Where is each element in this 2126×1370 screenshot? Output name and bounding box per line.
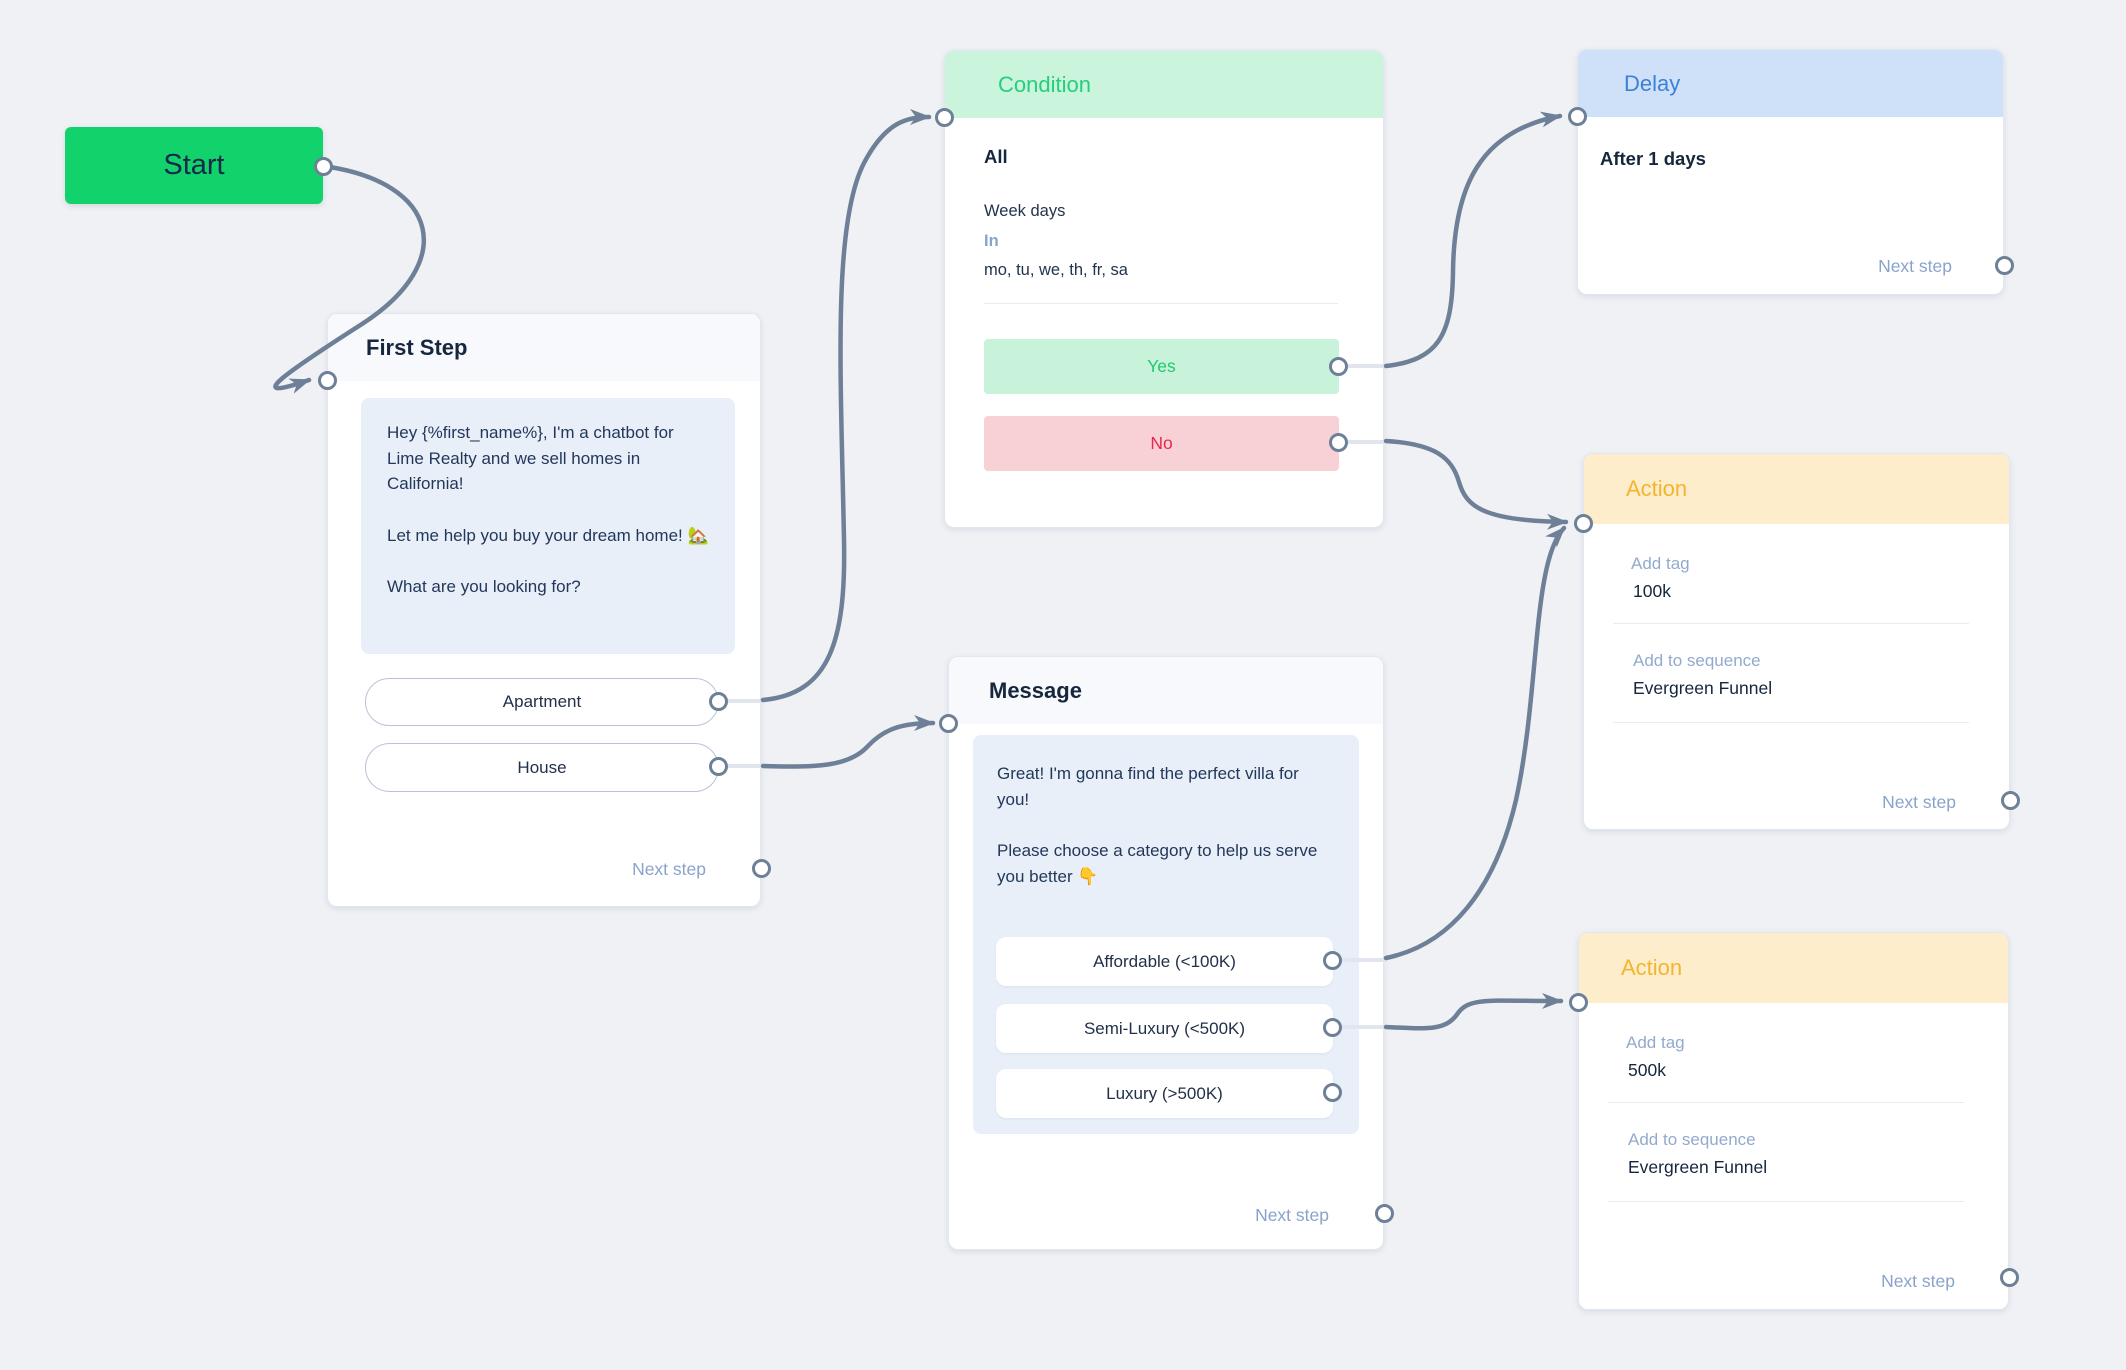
wire-affordable-to-action-100k — [1383, 525, 1567, 961]
message-paragraph: Please choose a category to help us serv… — [997, 841, 1318, 886]
add-to-sequence-value: Evergreen Funnel — [1628, 1157, 1768, 1177]
condition-title: Condition — [998, 71, 1091, 97]
port-out-apartment[interactable] — [708, 691, 728, 711]
wire-house-to-message — [760, 715, 936, 769]
delay-next-step-label: Next step — [1878, 256, 1952, 276]
divider — [984, 303, 1338, 304]
no-label: No — [1150, 433, 1173, 453]
wire-no-to-action-100k — [1383, 438, 1569, 530]
port-next-first-step[interactable] — [751, 858, 771, 878]
affordable-button[interactable]: Affordable (<100K) — [996, 937, 1333, 986]
port-next-delay[interactable] — [1994, 255, 2014, 275]
semi-luxury-button-label: Semi-Luxury (<500K) — [1083, 1018, 1246, 1038]
message-bubble: Great! I'm gonna find the perfect villa … — [973, 735, 1359, 1134]
divider — [1613, 722, 1969, 723]
action-title: Action — [1621, 955, 1683, 980]
condition-match-type: All — [984, 146, 1008, 167]
condition-value: mo, tu, we, th, fr, sa — [984, 261, 1128, 279]
add-tag-label: Add tag — [1626, 1033, 1685, 1052]
node-start[interactable]: Start — [65, 127, 323, 204]
action-500k-next-step-label: Next step — [1881, 1271, 1955, 1291]
port-out-semi-luxury[interactable] — [1322, 1017, 1342, 1037]
port-next-message[interactable] — [1374, 1203, 1394, 1223]
node-message[interactable]: Message Great! I'm gonna find the perfec… — [948, 656, 1384, 1250]
port-in-condition[interactable] — [934, 107, 954, 127]
add-to-sequence-value: Evergreen Funnel — [1633, 678, 1773, 698]
port-out-house[interactable] — [708, 756, 728, 776]
node-condition[interactable]: Condition All Week days In mo, tu, we, t… — [944, 50, 1384, 528]
node-delay[interactable]: Delay After 1 days Next step — [1577, 49, 2004, 295]
port-next-action-500k[interactable] — [1999, 1267, 2019, 1287]
semi-luxury-button[interactable]: Semi-Luxury (<500K) — [996, 1004, 1333, 1053]
divider — [1608, 1102, 1964, 1103]
affordable-button-label: Affordable (<100K) — [1093, 951, 1236, 971]
apartment-button-label: Apartment — [502, 692, 582, 711]
house-button[interactable]: House — [365, 743, 719, 792]
port-in-action-100k[interactable] — [1573, 513, 1593, 533]
wire-apartment-to-condition — [760, 109, 932, 703]
luxury-button-label: Luxury (>500K) — [1106, 1083, 1223, 1103]
node-action-100k[interactable]: Action Add tag 100k Add to sequence Ever… — [1583, 453, 2010, 830]
add-to-sequence-label: Add to sequence — [1628, 1130, 1756, 1149]
message-paragraph: Let me help you buy your dream home! 🏡 — [387, 525, 709, 545]
port-in-delay[interactable] — [1567, 106, 1587, 126]
message-header: Message — [949, 657, 1383, 724]
port-in-first-step[interactable] — [317, 370, 337, 390]
message-paragraph: Hey {%first_name%}, I'm a chatbot for Li… — [387, 423, 674, 493]
condition-header: Condition — [945, 51, 1383, 118]
port-in-action-500k[interactable] — [1568, 992, 1588, 1012]
delay-title: Delay — [1624, 70, 1681, 96]
port-out-affordable[interactable] — [1322, 950, 1342, 970]
action-100k-next-step-label: Next step — [1882, 792, 1956, 812]
node-first-step[interactable]: First Step Hey {%first_name%}, I'm a cha… — [327, 313, 761, 907]
message-next-step-label: Next step — [1255, 1205, 1329, 1225]
wire-semi-luxury-to-action-500k — [1383, 992, 1564, 1031]
message-paragraph: Great! I'm gonna find the perfect villa … — [997, 764, 1299, 809]
add-tag-label: Add tag — [1631, 554, 1690, 573]
action-100k-header: Action — [1584, 454, 2009, 524]
message-paragraph: What are you looking for? — [387, 577, 581, 596]
add-to-sequence-label: Add to sequence — [1633, 651, 1761, 670]
action-500k-header: Action — [1579, 933, 2008, 1003]
port-out-yes[interactable] — [1328, 356, 1348, 376]
node-action-500k[interactable]: Action Add tag 500k Add to sequence Ever… — [1578, 932, 2009, 1310]
first-step-header: First Step — [328, 314, 760, 381]
condition-yes-button[interactable]: Yes — [984, 339, 1339, 394]
first-step-message-bubble: Hey {%first_name%}, I'm a chatbot for Li… — [361, 398, 735, 654]
port-out-luxury[interactable] — [1322, 1082, 1342, 1102]
message-title: Message — [989, 677, 1082, 703]
action-title: Action — [1626, 476, 1688, 501]
yes-label: Yes — [1147, 356, 1176, 376]
port-next-action-100k[interactable] — [2000, 790, 2020, 810]
luxury-button[interactable]: Luxury (>500K) — [996, 1069, 1333, 1118]
condition-operator: In — [984, 232, 999, 250]
apartment-button[interactable]: Apartment — [365, 678, 719, 726]
first-step-next-step-label: Next step — [632, 859, 706, 879]
port-out-no[interactable] — [1328, 432, 1348, 452]
condition-field: Week days — [984, 202, 1066, 220]
first-step-title: First Step — [366, 334, 468, 360]
divider — [1613, 623, 1969, 624]
add-tag-value: 500k — [1628, 1060, 1666, 1080]
port-out-start[interactable] — [313, 156, 333, 176]
divider — [1608, 1201, 1964, 1202]
start-label: Start — [163, 149, 225, 181]
house-button-label: House — [517, 757, 567, 777]
delay-body: After 1 days — [1600, 148, 1706, 169]
delay-header: Delay — [1578, 50, 2003, 117]
condition-no-button[interactable]: No — [984, 416, 1339, 471]
port-in-message[interactable] — [938, 713, 958, 733]
wire-yes-to-delay — [1383, 111, 1563, 369]
add-tag-value: 100k — [1633, 581, 1671, 601]
